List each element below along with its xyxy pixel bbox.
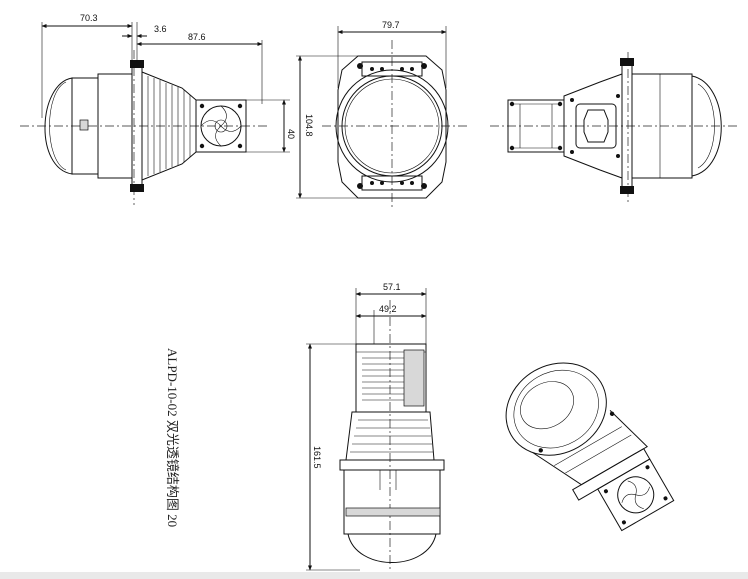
dim-flange-gap: 3.6	[154, 24, 167, 34]
isometric-view	[505, 362, 675, 532]
dim-fan-height: 40	[286, 129, 296, 139]
dim-heatsink-inner: 49.2	[379, 304, 397, 314]
front-view: 79.7 104.8	[296, 20, 470, 210]
rear-side-view	[490, 52, 740, 204]
dim-rear-length: 87.6	[188, 32, 206, 42]
drawing-caption: ALPD-10-02 双光透镜结构图 20	[165, 348, 180, 527]
dim-heatsink-outer: 57.1	[383, 282, 401, 292]
dim-total-height: 161.5	[312, 446, 322, 469]
dim-front-length: 70.3	[80, 13, 98, 23]
side-view: 70.3 3.6 87.6 40	[20, 13, 296, 205]
dim-flange-height: 104.8	[304, 114, 314, 137]
top-view: 57.1 49.2 161.5	[306, 282, 445, 572]
dim-flange-width: 79.7	[382, 20, 400, 30]
bottom-strip	[0, 572, 748, 579]
